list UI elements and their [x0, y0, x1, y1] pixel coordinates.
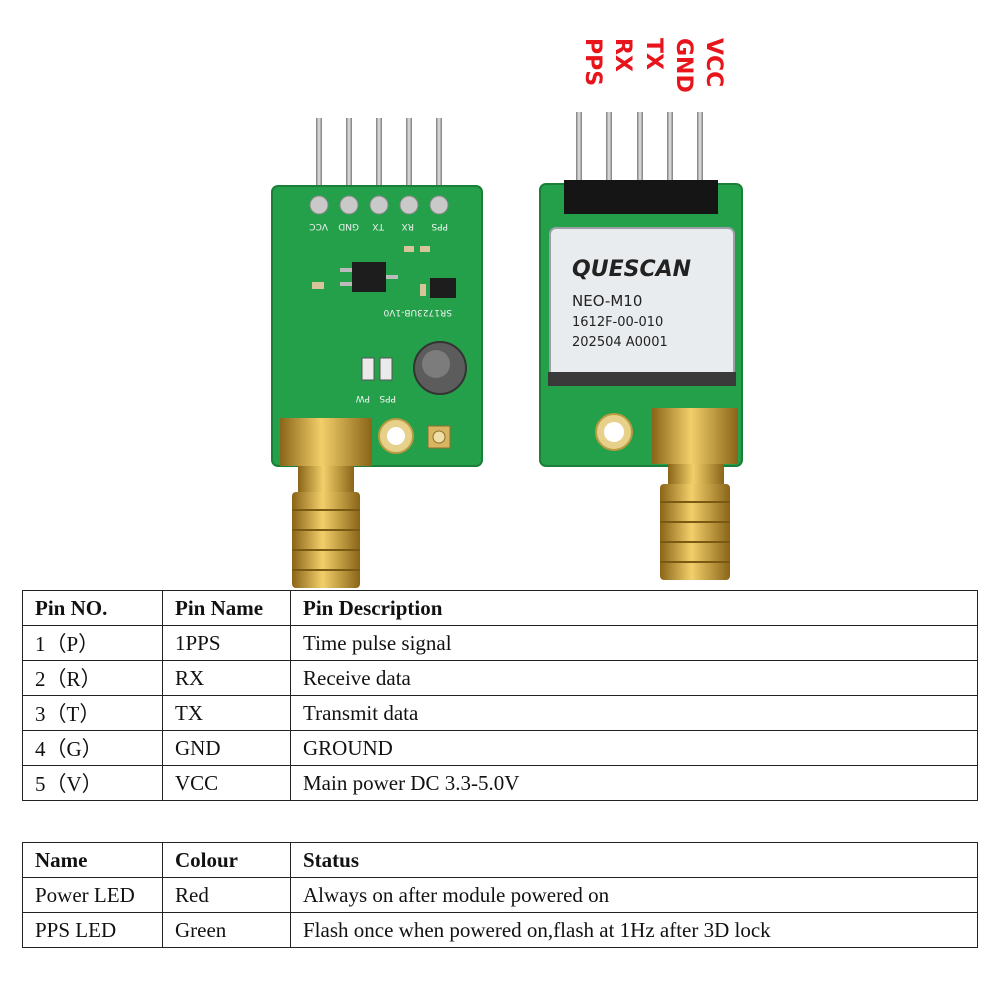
- pin-name: GND: [162, 730, 291, 766]
- pin-label-group: PPS RX TX GND VCC: [580, 38, 726, 93]
- led-status: Always on after module powered on: [290, 877, 978, 913]
- led-status: Flash once when powered on,flash at 1Hz …: [290, 912, 978, 948]
- led-name: PPS LED: [22, 912, 163, 948]
- left-silk-led-2: PW: [356, 393, 370, 403]
- table-row: 2（R） RX Receive data: [22, 660, 978, 696]
- table-row: 5（V） VCC Main power DC 3.3-5.0V: [22, 765, 978, 801]
- pin-header-no: Pin NO.: [22, 590, 163, 626]
- module-brand: QUESCAN: [572, 257, 691, 282]
- left-sma-connector: [280, 418, 372, 588]
- pin-description: Receive data: [290, 660, 978, 696]
- led-name: Power LED: [22, 877, 163, 913]
- pin-no: 4（G）: [22, 730, 163, 766]
- left-silk-pin-4: GND: [338, 221, 359, 231]
- left-silk-pin-5: VCC: [309, 221, 328, 231]
- pin-header-housing: [564, 180, 718, 214]
- led-table: Name Colour Status Power LED Red Always …: [22, 842, 978, 948]
- module-line2: 202504 A0001: [572, 335, 668, 350]
- pin-label-vcc: VCC: [701, 38, 726, 87]
- pin-label-rx: RX: [610, 38, 635, 72]
- left-silk-pin-2: RX: [402, 221, 414, 231]
- left-pin-pads: [309, 195, 449, 215]
- led-table-header: Name Colour Status: [22, 842, 978, 878]
- pin-no: 1（P）: [22, 625, 163, 661]
- led-colour: Red: [162, 877, 291, 913]
- power-led: [361, 357, 375, 381]
- pin-label-tx: TX: [641, 38, 666, 70]
- pin-description: GROUND: [290, 730, 978, 766]
- pin-no: 2（R）: [22, 660, 163, 696]
- left-board: PPS RX TX GND VCC SR1723UB-1V0 PPS PW: [271, 118, 483, 588]
- left-silk-pin-1: PPS: [431, 221, 448, 231]
- left-silk-led-1: PPS: [379, 393, 396, 403]
- pin-no: 5（V）: [22, 765, 163, 801]
- table-row: 1（P） 1PPS Time pulse signal: [22, 625, 978, 661]
- left-regulator-chip: [352, 262, 386, 292]
- pin-label-gnd: GND: [671, 38, 696, 93]
- table-row: 3（T） TX Transmit data: [22, 695, 978, 731]
- right-header-pins: [576, 112, 703, 184]
- pin-header-description: Pin Description: [290, 590, 978, 626]
- led-colour: Green: [162, 912, 291, 948]
- pin-name: TX: [162, 695, 291, 731]
- pin-table-header: Pin NO. Pin Name Pin Description: [22, 590, 978, 626]
- pin-name: 1PPS: [162, 625, 291, 661]
- pin-table: Pin NO. Pin Name Pin Description 1（P） 1P…: [22, 590, 978, 801]
- left-silk-pin-3: TX: [372, 221, 385, 231]
- left-silk-code: SR1723UB-1V0: [383, 307, 452, 317]
- pin-name: VCC: [162, 765, 291, 801]
- pin-label-pps: PPS: [580, 38, 605, 86]
- product-photo: PPS RX TX GND VCC SR1723UB-1V0 PPS PW: [271, 38, 743, 588]
- led-header-colour: Colour: [162, 842, 291, 878]
- led-header-name: Name: [22, 842, 163, 878]
- module-model: NEO-M10: [572, 292, 642, 310]
- module-line1: 1612F-00-010: [572, 315, 663, 330]
- pin-header-name: Pin Name: [162, 590, 291, 626]
- pps-led: [379, 357, 393, 381]
- right-sma-connector: [652, 408, 738, 580]
- left-header-pins: [316, 118, 442, 198]
- pin-no: 3（T）: [22, 695, 163, 731]
- led-header-status: Status: [290, 842, 978, 878]
- table-row: PPS LED Green Flash once when powered on…: [22, 912, 978, 948]
- right-board: PPS RX TX GND VCC QUESCAN NEO-M10 1612F-…: [539, 38, 743, 580]
- table-row: Power LED Red Always on after module pow…: [22, 877, 978, 913]
- pin-description: Main power DC 3.3-5.0V: [290, 765, 978, 801]
- pin-description: Time pulse signal: [290, 625, 978, 661]
- pin-name: RX: [162, 660, 291, 696]
- table-row: 4（G） GND GROUND: [22, 730, 978, 766]
- pin-description: Transmit data: [290, 695, 978, 731]
